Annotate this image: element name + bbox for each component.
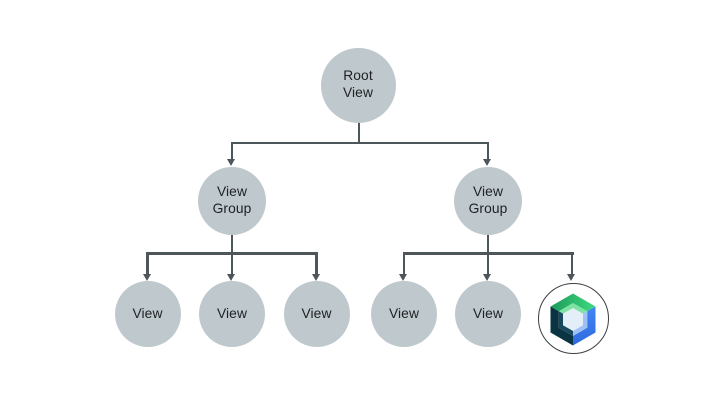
node-view-right-1-label: View xyxy=(388,305,420,321)
node-view-left-3-label: View xyxy=(301,305,332,321)
node-view-right-1: View xyxy=(371,281,437,347)
arrowhead-to-view-left-3 xyxy=(311,273,320,281)
arrowhead-to-view-right-1 xyxy=(399,273,408,281)
arrowhead-to-view-left-1 xyxy=(142,273,151,281)
node-view-right-2: View xyxy=(455,281,521,347)
node-view-left-1: View xyxy=(114,281,181,347)
connector-root-stem-line xyxy=(357,121,361,145)
arrowhead-to-view-left-2 xyxy=(227,273,236,281)
arrowhead-to-compose-leaf xyxy=(567,273,576,281)
node-view-left-3: View xyxy=(283,281,350,347)
node-view-left-2: View xyxy=(199,281,265,347)
connector-to-group-left-line xyxy=(230,142,234,160)
jetpack-compose-logo-icon xyxy=(550,293,596,345)
arrowhead-to-view-right-2 xyxy=(483,273,492,281)
connector-to-view-left-3-line xyxy=(315,252,318,275)
arrowhead-to-group-right xyxy=(483,159,492,167)
node-root-view: Root View xyxy=(320,47,396,123)
node-view-left-2-label: View xyxy=(216,305,248,321)
connector-left-bus-line xyxy=(146,252,318,255)
connector-to-group-right-line xyxy=(486,142,490,160)
node-view-group-right: View Group xyxy=(454,166,522,235)
arrowhead-to-group-left xyxy=(227,159,236,167)
node-view-group-left: View Group xyxy=(198,166,266,235)
node-view-left-1-label: View xyxy=(132,305,163,321)
connector-right-bus-line xyxy=(402,252,575,255)
node-compose-leaf xyxy=(537,283,609,354)
node-view-group-right-label: View Group xyxy=(468,183,508,216)
node-view-right-2-label: View xyxy=(472,305,504,321)
connector-to-view-right-1-line xyxy=(402,252,406,275)
connector-level1-bus-line xyxy=(230,142,490,145)
connector-to-view-left-1-line xyxy=(146,252,149,275)
connector-to-compose-leaf-line xyxy=(570,252,574,275)
node-view-group-left-label: View Group xyxy=(212,183,252,216)
node-root-view-label: Root View xyxy=(342,68,374,100)
